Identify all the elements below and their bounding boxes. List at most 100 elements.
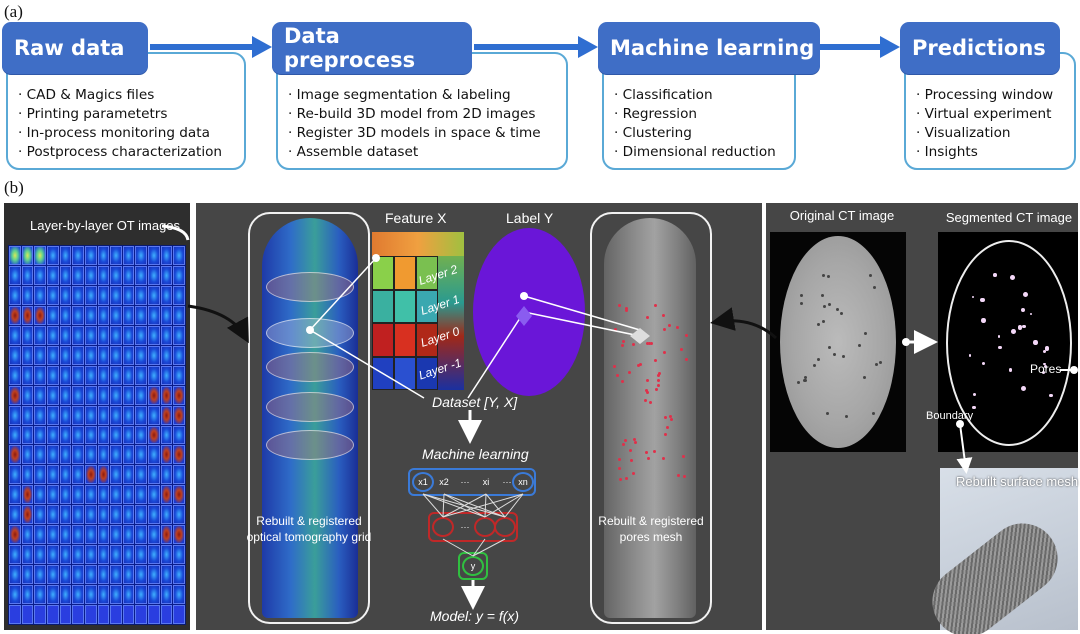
- ot-image-tile: [122, 405, 135, 425]
- ot-image-tile: [9, 285, 21, 305]
- segmented-pore-dot: [1010, 274, 1016, 280]
- segmented-ct-boundary: [946, 240, 1072, 446]
- ot-image-tile: [21, 325, 34, 345]
- ot-image-tile: [59, 465, 72, 485]
- ot-image-tile: [84, 425, 97, 445]
- nn-output-layer: [458, 552, 488, 580]
- ot-image-tile: [59, 305, 72, 325]
- ot-image-tile: [160, 305, 173, 325]
- ct-pore-dot: [835, 307, 839, 311]
- stage-machine-learning: Machine learning Classification Regressi…: [598, 22, 820, 174]
- ot-image-tile: [160, 365, 173, 385]
- ot-image-tile: [110, 246, 122, 265]
- ot-image-tile: [46, 545, 59, 565]
- nn-input-layer: [408, 468, 536, 496]
- ct-pore-dot: [828, 303, 832, 307]
- pore-dot: [638, 363, 642, 366]
- ot-image-tile: [122, 485, 135, 505]
- ot-image-tile: [46, 405, 59, 425]
- ot-image-tile: [173, 605, 185, 624]
- ot-image-tile: [97, 246, 110, 265]
- segmented-pore-dot: [1029, 312, 1033, 316]
- ot-image-tile: [72, 365, 84, 385]
- ot-image-tile: [110, 505, 122, 525]
- machine-learning-label: Machine learning: [422, 446, 529, 462]
- ot-image-tile: [34, 445, 46, 465]
- segmented-pore-dot: [1020, 386, 1026, 392]
- ot-image-tile: [84, 305, 97, 325]
- segmented-pore-dot: [1033, 340, 1038, 345]
- pore-dot: [625, 309, 629, 312]
- ot-image-tile: [135, 425, 148, 445]
- ot-image-tile: [21, 505, 34, 525]
- ct-pore-dot: [874, 362, 878, 366]
- ot-image-tile: [97, 605, 110, 624]
- ot-image-tile: [9, 365, 21, 385]
- stage-item: Image segmentation & labeling: [288, 86, 558, 105]
- ot-image-tile: [59, 565, 72, 585]
- ot-image-tile: [59, 605, 72, 624]
- ot-image-tile: [122, 285, 135, 305]
- segmented-pore-dot: [1042, 349, 1047, 353]
- pore-dot: [664, 432, 668, 436]
- pore-dot: [645, 341, 649, 345]
- pores-label: Pores: [1030, 362, 1062, 376]
- segmented-pore-dot: [1043, 362, 1046, 366]
- stage-data-preprocess: Data preprocess Image segmentation & lab…: [272, 22, 572, 174]
- segmented-pore-dot: [1022, 291, 1028, 297]
- pore-dot: [645, 391, 649, 395]
- ot-image-tile: [34, 385, 46, 405]
- ot-image-tile: [34, 405, 46, 425]
- pore-dot: [636, 364, 640, 368]
- original-ct-disc: [780, 236, 896, 448]
- ot-image-tile: [122, 565, 135, 585]
- nn-output-node: y: [462, 556, 484, 576]
- pore-dot: [645, 450, 649, 454]
- segmented-pore-dot: [971, 296, 975, 299]
- ot-image-tile: [110, 465, 122, 485]
- ot-image-tile: [72, 505, 84, 525]
- ot-image-tile: [160, 265, 173, 285]
- ot-image-tile: [122, 345, 135, 365]
- ot-image-tile: [21, 365, 34, 385]
- ot-image-tile: [21, 345, 34, 365]
- ot-image-tile: [84, 285, 97, 305]
- ot-image-tile: [9, 605, 21, 624]
- ot-image-tile: [72, 485, 84, 505]
- cube-link-line: [309, 257, 377, 331]
- pore-dot: [682, 454, 686, 458]
- ot-image-tile: [173, 485, 185, 505]
- ot-image-tile: [148, 345, 160, 365]
- segmented-pore-dot: [1011, 329, 1017, 334]
- ot-image-tile: [34, 285, 46, 305]
- ct-pore-dot: [799, 301, 803, 305]
- ot-image-tile: [110, 305, 122, 325]
- ot-image-tile: [9, 565, 21, 585]
- ot-image-tile: [173, 305, 185, 325]
- ot-image-tile: [160, 345, 173, 365]
- pore-dot: [657, 372, 661, 376]
- ot-image-tile: [59, 585, 72, 605]
- ct-pore-dot: [812, 364, 816, 368]
- pore-dot: [621, 379, 625, 383]
- ot-image-tile: [34, 505, 46, 525]
- flow-arrow: [150, 36, 272, 58]
- ot-image-tile: [97, 445, 110, 465]
- pore-dot: [618, 478, 622, 482]
- ot-image-tile: [160, 565, 173, 585]
- stage-title: Predictions: [900, 22, 1060, 74]
- stage-item: Printing parametetrs: [18, 105, 236, 124]
- pore-dot: [646, 457, 650, 461]
- pore-dot: [617, 458, 621, 462]
- pore-dot: [643, 399, 647, 403]
- ot-image-tile: [173, 545, 185, 565]
- ot-image-tile: [173, 365, 185, 385]
- boundary-label: Boundary: [926, 410, 974, 422]
- ot-image-tile: [84, 525, 97, 545]
- stage-item: Postprocess characterization: [18, 143, 236, 162]
- pore-dot: [647, 342, 651, 346]
- ot-image-tile: [173, 265, 185, 285]
- pore-dot: [622, 340, 626, 344]
- ot-image-tile: [122, 246, 135, 265]
